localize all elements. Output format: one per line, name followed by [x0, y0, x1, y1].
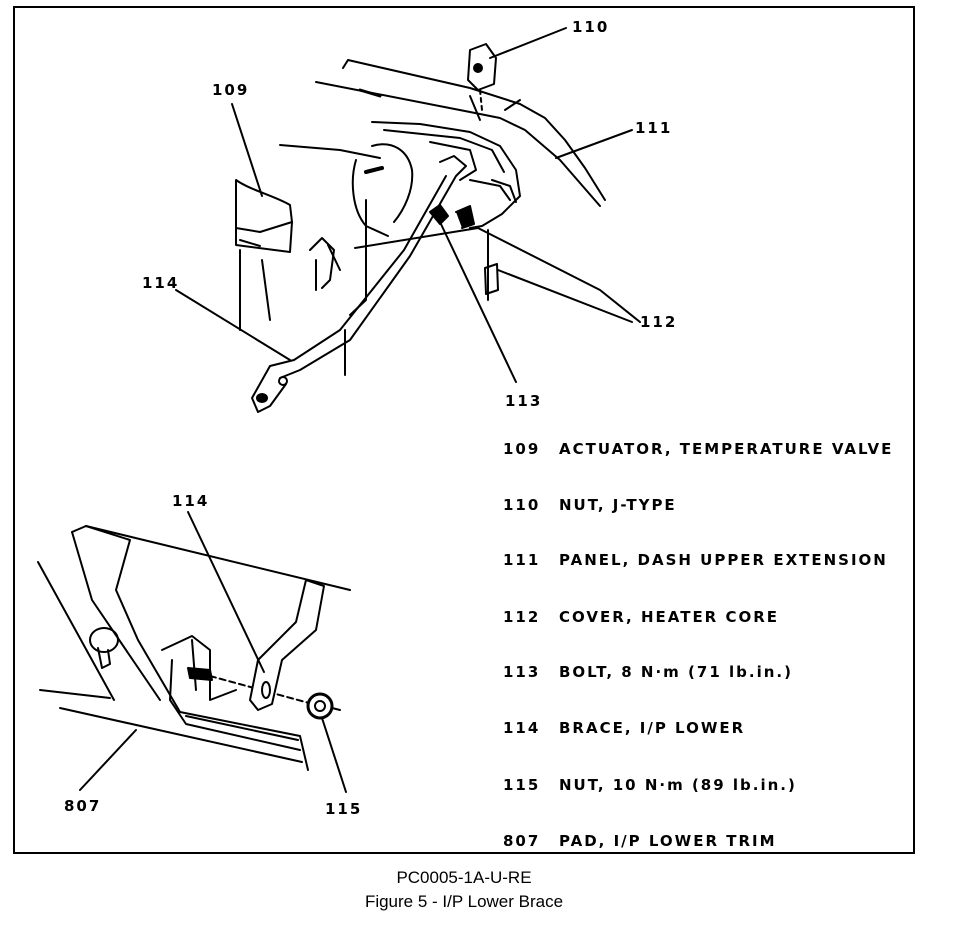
callout-114-top: 114 [142, 274, 180, 292]
upper-assembly-view [175, 27, 641, 413]
trim-clip [89, 627, 119, 653]
leader-110 [489, 27, 567, 59]
callout-115: 115 [325, 800, 363, 818]
leader-111 [555, 129, 633, 159]
callout-110: 110 [572, 18, 610, 36]
callout-109: 109 [212, 81, 250, 99]
leader-807 [79, 729, 137, 791]
leader-113 [439, 221, 517, 383]
leader-114-top [175, 289, 291, 361]
lower-brace-lower [249, 579, 325, 711]
heater-core-cover [371, 121, 521, 229]
lower-brace-upper [251, 155, 467, 413]
figure-code: PC0005-1A-U-RE [396, 868, 532, 887]
dash-upper-extension-edge [315, 81, 601, 207]
temperature-valve-actuator [235, 144, 381, 331]
bolt-8nm [429, 204, 475, 229]
callout-112: 112 [640, 313, 678, 331]
leader-114-bottom [187, 511, 265, 673]
leader-109 [231, 103, 263, 197]
callout-113: 113 [505, 392, 543, 410]
callout-111: 111 [635, 119, 673, 137]
dash-upper-extension-panel [342, 59, 606, 201]
callout-114-bottom: 114 [172, 492, 210, 510]
nut-10nm [306, 692, 341, 720]
callout-807: 807 [64, 797, 102, 815]
leader-112 [497, 269, 633, 323]
figure-frame [13, 6, 915, 854]
stud-bolt [187, 667, 213, 681]
lower-detail-view [37, 511, 351, 793]
figure-title: Figure 5 - I/P Lower Brace [364, 892, 564, 911]
leader-115 [321, 717, 347, 793]
j-type-nut [467, 43, 497, 111]
